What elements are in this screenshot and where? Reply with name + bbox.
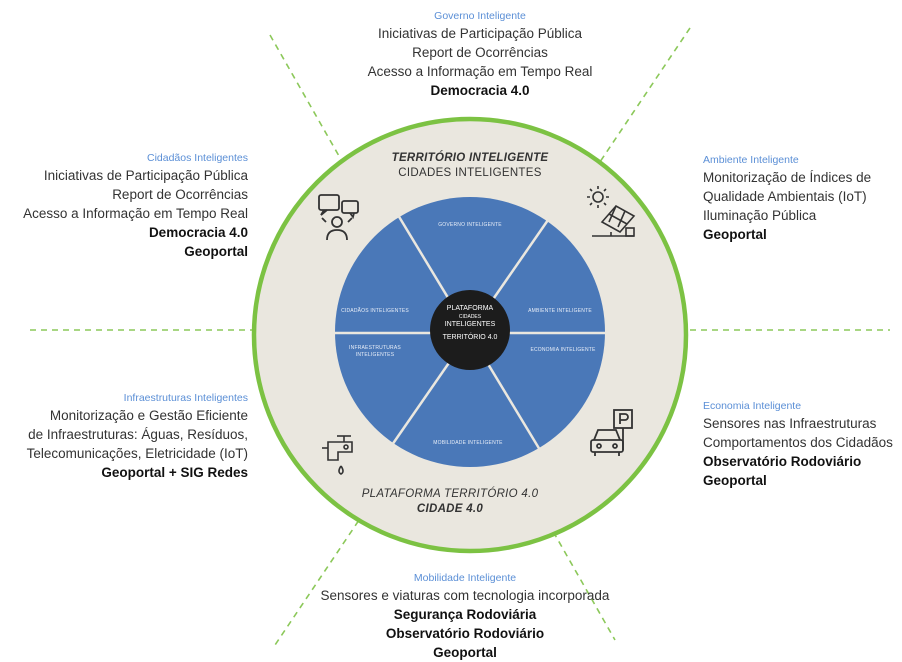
people-speech-icon — [318, 194, 359, 241]
car-parking-icon — [590, 409, 633, 456]
sector-economia: ECONOMIA INTELIGENTE — [530, 347, 596, 353]
bottom-highlight-2: Observatório Rodoviário — [385, 626, 545, 641]
ring-top-label: TERRITÓRIO INTELIGENTE CIDADES INTELIGEN… — [370, 152, 570, 179]
bottom-highlight-1: Segurança Rodoviária — [393, 607, 537, 622]
ring-top-line1: TERRITÓRIO INTELIGENTE — [391, 152, 549, 164]
water-tap-icon — [322, 435, 353, 475]
block-right-top: Ambiente Inteligente Monitorização de Ín… — [703, 152, 898, 244]
block-bottom: Mobilidade Inteligente Sensores e viatur… — [300, 570, 630, 662]
core-line2: CIDADES — [458, 314, 482, 320]
right-bottom-highlight-2: Geoportal — [703, 473, 767, 488]
core-line4: TERRITÓRIO 4.0 — [442, 334, 498, 341]
left-top-highlight-2: Geoportal — [184, 244, 248, 259]
category-infraestruturas: Infraestruturas Inteligentes — [123, 392, 248, 404]
right-bottom-item-1: Sensores nas Infraestruturas — [703, 416, 877, 431]
sector-cidadaos: CIDADÃOS INTELIGENTES — [341, 308, 409, 314]
core-circle — [430, 290, 510, 370]
core-line1: PLATAFORMA — [446, 305, 494, 312]
ring-bottom-line1: PLATAFORMA TERRITÓRIO 4.0 — [361, 488, 539, 500]
top-item-2: Report de Ocorrências — [412, 45, 548, 60]
right-top-item-3: Iluminação Pública — [703, 208, 817, 223]
core-label: PLATAFORMA CIDADES INTELIGENTES TERRITÓR… — [435, 305, 505, 342]
bottom-highlight-3: Geoportal — [433, 645, 497, 660]
right-top-item-1: Monitorização de Índices de — [703, 170, 872, 185]
top-item-1: Iniciativas de Participação Pública — [377, 26, 583, 41]
guide-diag-2 — [274, 27, 691, 646]
left-top-item-2: Report de Ocorrências — [112, 187, 248, 202]
bottom-item-1: Sensores e viaturas com tecnologia incor… — [320, 588, 610, 603]
left-bottom-highlight-1: Geoportal + SIG Redes — [101, 465, 248, 480]
left-top-item-1: Iniciativas de Participação Pública — [43, 168, 248, 183]
sector-ambiente: AMBIENTE INTELIGENTE — [528, 308, 592, 314]
left-top-highlight-1: Democracia 4.0 — [148, 225, 248, 240]
sector-mobilidade: MOBILIDADE INTELIGENTE — [433, 440, 503, 446]
category-cidadaos: Cidadãos Inteligentes — [147, 152, 248, 164]
left-bottom-item-3: Telecomunicações, Eletricidade (IoT) — [26, 446, 248, 461]
sector-governo: GOVERNO INTELIGENTE — [438, 222, 502, 228]
block-right-bottom: Economia Inteligente Sensores nas Infrae… — [703, 398, 900, 490]
left-bottom-item-1: Monitorização e Gestão Eficiente — [49, 408, 248, 423]
core-line3: INTELIGENTES — [444, 321, 496, 328]
block-left-top: Cidadãos Inteligentes Iniciativas de Par… — [2, 150, 248, 261]
ring-bottom-label: PLATAFORMA TERRITÓRIO 4.0 CIDADE 4.0 — [350, 488, 550, 515]
top-highlight-1: Democracia 4.0 — [430, 83, 530, 98]
right-top-item-2: Qualidade Ambientais (IoT) — [703, 189, 867, 204]
category-economia: Economia Inteligente — [703, 400, 802, 412]
left-top-item-3: Acesso a Informação em Tempo Real — [23, 206, 248, 221]
top-item-3: Acesso a Informação em Tempo Real — [367, 64, 593, 79]
left-bottom-item-2: de Infraestruturas: Águas, Resíduos, — [28, 427, 248, 442]
right-bottom-highlight-1: Observatório Rodoviário — [703, 454, 862, 469]
block-top: Governo Inteligente Iniciativas de Parti… — [360, 8, 600, 100]
block-left-bottom: Infraestruturas Inteligentes Monitorizaç… — [2, 390, 248, 482]
category-mobilidade: Mobilidade Inteligente — [413, 572, 517, 584]
ring-bottom-line2: CIDADE 4.0 — [416, 503, 484, 515]
category-ambiente: Ambiente Inteligente — [703, 154, 799, 166]
right-top-highlight-1: Geoportal — [703, 227, 767, 242]
solar-panel-icon — [587, 186, 636, 237]
right-bottom-item-2: Comportamentos dos Cidadãos — [703, 435, 893, 450]
sector-infraestruturas-1: INFRAESTRUTURAS — [349, 345, 401, 351]
sector-infraestruturas-2: INTELIGENTES — [355, 352, 395, 358]
category-governo: Governo Inteligente — [434, 10, 526, 22]
ring-top-line2: CIDADES INTELIGENTES — [398, 167, 542, 179]
